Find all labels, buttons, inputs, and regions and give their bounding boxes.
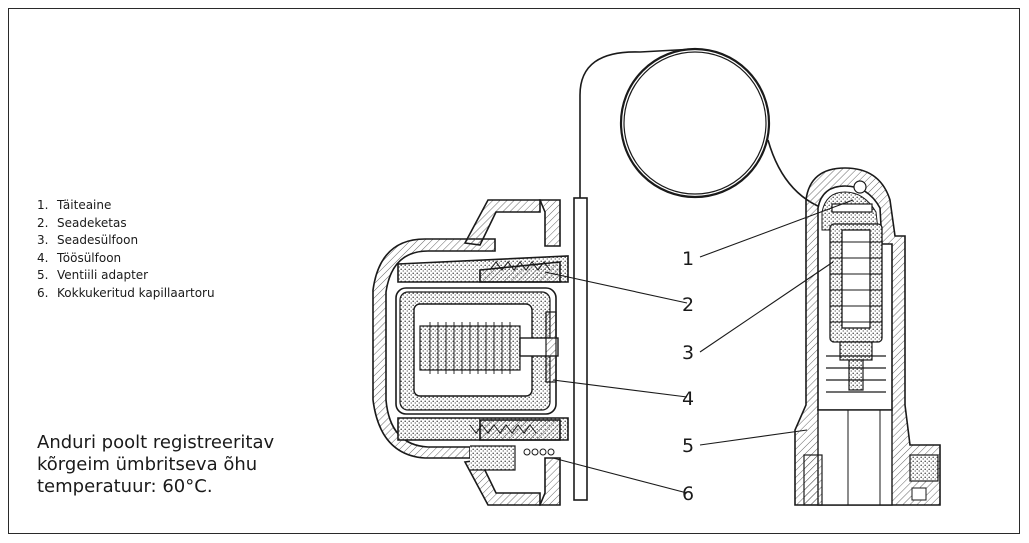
callout-4: 4: [682, 388, 694, 410]
legend-list: 1.Täiteaine 2.Seadeketas 3.Seadesülfoon …: [37, 197, 215, 303]
legend-label: Täiteaine: [57, 198, 112, 212]
legend-number: 3.: [37, 233, 49, 248]
temperature-note: Anduri poolt registreeritav kõrgeim ümbr…: [37, 432, 337, 498]
note-line: kõrgeim ümbritseva õhu: [37, 454, 258, 475]
mounting-backplate: [573, 197, 588, 501]
legend-item: 3. Seadesülfoon: [37, 232, 215, 250]
legend-number: 1.: [37, 198, 49, 212]
callout-leaders: [544, 199, 854, 494]
sensor-section: [794, 167, 941, 506]
legend-item: 1. Täiteaine: [37, 197, 215, 215]
note-line: Anduri poolt registreeritav: [37, 432, 275, 453]
callout-3: 3: [682, 342, 694, 364]
callout-6: 6: [682, 483, 694, 505]
legend-number: 6.: [37, 285, 49, 300]
legend-item: 6. Kokkukeritud kapillaartoru: [37, 285, 215, 303]
legend-label: Seadesülfoon: [57, 233, 139, 248]
callout-5: 5: [682, 435, 694, 457]
legend-item: 5. Ventiili adapter: [37, 267, 215, 285]
legend-label: Ventiili adapter: [57, 268, 149, 283]
note-line: temperatuur: 60°C.: [37, 476, 213, 497]
thermostat-head-section: [372, 199, 569, 506]
diagram-frame: [8, 8, 1020, 534]
legend-item: 2. Seadeketas: [37, 215, 215, 233]
legend-label: Töösülfoon: [57, 250, 122, 265]
legend-number: 2.: [37, 215, 49, 230]
legend-number: 5.: [37, 268, 49, 283]
callout-1: 1: [682, 248, 694, 270]
legend-label: Kokkukeritud kapillaartoru: [57, 285, 215, 300]
capillary-coil: [579, 47, 836, 213]
callout-2: 2: [682, 294, 694, 316]
legend-number: 4.: [37, 250, 49, 265]
legend-item: 4. Töösülfoon: [37, 250, 215, 268]
legend-label: Seadeketas: [57, 215, 127, 230]
